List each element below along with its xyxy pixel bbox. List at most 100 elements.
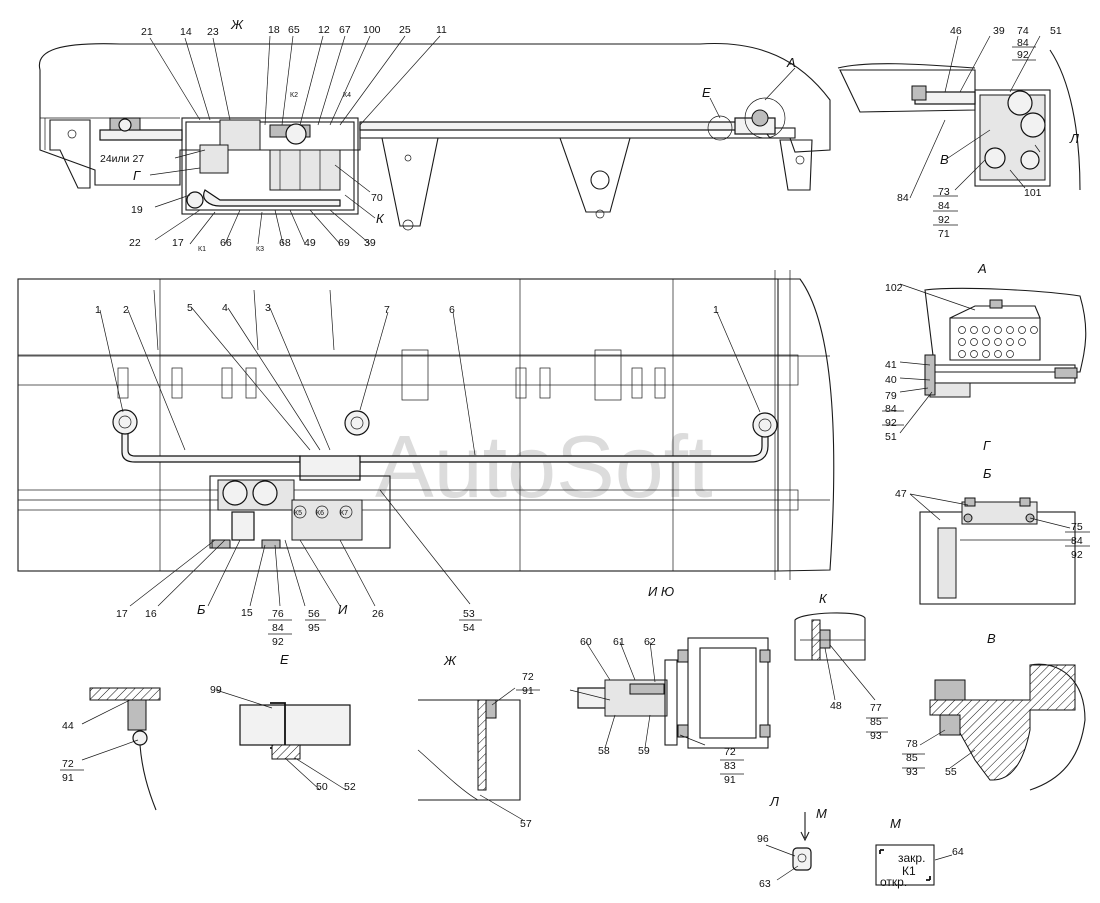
part-label: 91 [62,772,74,784]
part-label: 93 [906,766,918,778]
view-label-g-detail: Г [983,438,991,453]
part-label: 92 [938,214,950,226]
part-labels: 21 14 23 18 65 12 67 100 25 11 24или 27 … [62,24,1083,890]
detail-a [924,287,1087,398]
part-label: 95 [308,622,320,634]
part-label: 61 [613,636,625,648]
view-label-l-tr: Л [1069,131,1079,146]
view-label-i-plan: И [338,602,348,617]
part-label: 25 [399,24,411,36]
part-label: 49 [304,237,316,249]
view-label-v-detail: В [987,631,996,646]
part-label: 51 [1050,25,1062,37]
part-label: 84 [1017,37,1029,49]
part-label: 102 [885,282,903,294]
view-label-e-detail: Е [280,652,289,667]
part-label: 85 [906,752,918,764]
part-label: 83 [724,760,736,772]
part-label: 39 [364,237,376,249]
part-label: 96 [757,833,769,845]
part-label: 52 [344,781,356,793]
part-label: 92 [885,417,897,429]
part-label: 84 [938,200,950,212]
view-label-e-top: E [702,85,711,100]
part-label: 66 [220,237,232,249]
end-view [837,49,1081,191]
view-label-zh-top: Ж [230,17,244,32]
part-label: 78 [906,738,918,750]
part-label: 71 [938,228,950,240]
part-label: 4 [222,302,228,314]
stack-bars [60,46,1090,775]
part-label: 74 [1017,25,1029,37]
detail-e-mid [239,702,351,760]
view-label-l-detail: Л [769,794,779,809]
detail-b [919,497,1076,605]
part-label: 50 [316,781,328,793]
part-label: 69 [338,237,350,249]
detail-v [929,663,1086,791]
part-label: 84 [885,403,897,415]
part-label: 72 [522,671,534,683]
view-label-b-plan: Б [197,602,206,617]
part-label: 44 [62,720,74,732]
view-label-b-detail: Б [983,466,992,481]
leader-lines [81,35,1071,881]
part-label: 17 [116,608,128,620]
side-view [38,42,831,231]
part-label: 76 [272,608,284,620]
part-label: 65 [288,24,300,36]
part-label: 93 [870,730,882,742]
part-label: 47 [895,488,907,500]
detail-m [875,844,935,886]
part-label: 19 [131,204,143,216]
part-label: 22 [129,237,141,249]
view-label-g-top: Г [133,168,141,183]
view-label-a-top: A [786,55,796,70]
plan-view [17,270,835,580]
part-label: 79 [885,390,897,402]
part-label: 2 [123,304,129,316]
part-label: К3 [256,246,264,253]
part-label: 84 [272,622,284,634]
part-label: 23 [207,26,219,38]
plate-text-close: закр. [898,851,925,865]
part-label: 1 [95,304,101,316]
part-label: 11 [436,24,447,36]
part-label: 12 [318,24,330,36]
part-label: 72 [724,746,736,758]
part-label: 56 [308,608,320,620]
part-label: 77 [870,702,882,714]
view-label-a-detail: A [977,261,987,276]
part-label: 21 [141,26,153,38]
part-label: 72 [62,758,74,770]
part-label: К7 [340,510,348,517]
part-label: 91 [724,774,736,786]
part-label: 5 [187,302,193,314]
part-label: 41 [885,359,897,371]
part-label: 60 [580,636,592,648]
detail-l [792,812,812,871]
part-label: 68 [279,237,291,249]
view-label-v-tr: В [940,152,949,167]
detail-k [794,612,866,661]
part-label: 59 [638,745,650,757]
part-label: 67 [339,24,351,36]
part-label: 53 [463,608,475,620]
part-label: К5 [294,510,302,517]
watermark-text: AutoSoft [375,417,713,516]
view-label-io-detail: И Ю [648,584,674,599]
part-label: 16 [145,608,157,620]
part-label: 84 [897,192,909,204]
part-label: 18 [268,24,280,36]
part-label: К4 [343,92,351,99]
part-label: 1 [713,304,719,316]
detail-e-left [89,687,161,811]
part-label: 51 [885,431,897,443]
view-label-zh-detail: Ж [443,653,457,668]
part-label: 99 [210,684,222,696]
part-label: 92 [1017,49,1029,61]
part-label: 24или 27 [100,153,144,165]
part-label: 26 [372,608,384,620]
